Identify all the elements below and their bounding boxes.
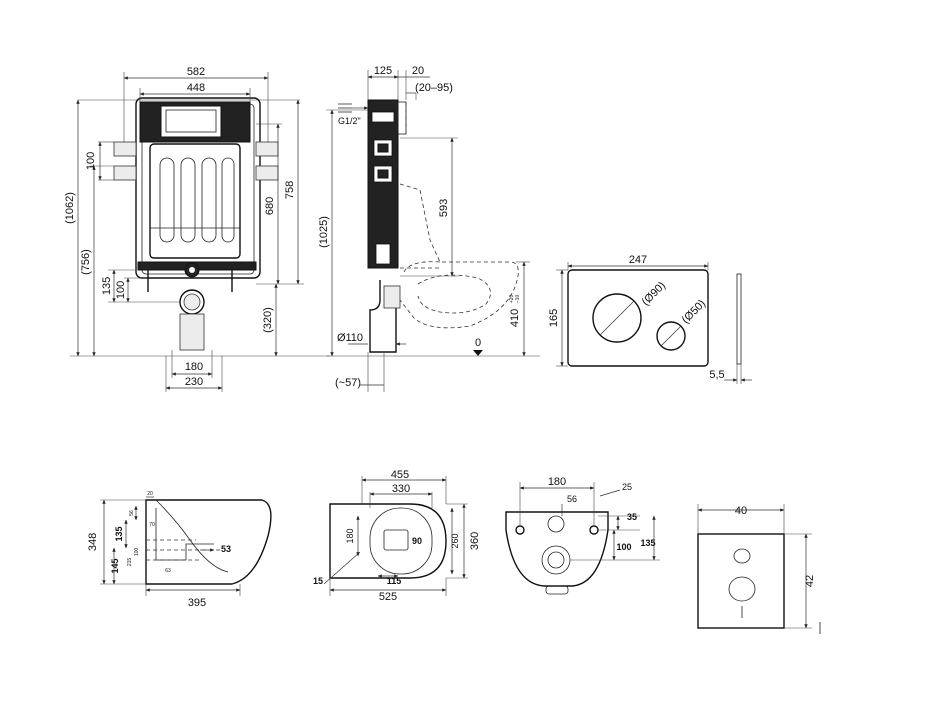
dim-r25: 25 xyxy=(622,482,632,492)
dim-56: 56 xyxy=(129,510,135,516)
dim-180: 180 xyxy=(185,361,203,373)
dim-35: 35 xyxy=(627,512,637,522)
dim-525: 525 xyxy=(379,591,397,603)
dim-756: (756) xyxy=(80,249,92,275)
dim-d90: (Ø90) xyxy=(640,280,668,308)
dim-247: 247 xyxy=(629,254,647,266)
dim-180-top: 180 xyxy=(345,528,355,543)
dim-20-side: 20 xyxy=(147,491,153,497)
dim-582: 582 xyxy=(187,66,205,78)
dim-320: (320) xyxy=(262,307,274,333)
dim-330: 330 xyxy=(392,483,410,495)
dim-145: 145 xyxy=(110,558,120,573)
dim-215: 215 xyxy=(127,558,133,567)
frame-front-view: 582 448 (1062) (756) 100 758 680 135 100… xyxy=(64,66,330,392)
dim-680: 680 xyxy=(264,197,276,215)
dim-1025: (1025) xyxy=(318,216,330,248)
dim-70: 70 xyxy=(149,522,155,528)
dim-42: 42 xyxy=(804,575,816,587)
dim-593: 593 xyxy=(438,199,450,217)
dim-448: 448 xyxy=(187,82,205,94)
dim-63: 63 xyxy=(165,568,171,574)
dim-395: 395 xyxy=(188,597,206,609)
dim-53: 53 xyxy=(221,544,231,554)
dim-758: 758 xyxy=(284,181,296,199)
dim-5-5: 5,5 xyxy=(709,369,724,381)
dim-115: 115 xyxy=(387,576,402,586)
floor-zero: 0 xyxy=(475,337,481,349)
dim-230: 230 xyxy=(185,376,203,388)
dim-135: 135 xyxy=(114,526,124,541)
dim-100-rear: 100 xyxy=(616,542,631,552)
dim-90: 90 xyxy=(412,536,422,546)
dim-135: 135 xyxy=(101,277,113,295)
flush-plate-view: 247 165 (Ø90) (Ø50) 5,5 xyxy=(548,254,752,384)
dim-20: 20 xyxy=(412,65,424,77)
bowl-side-view: 348 145 135 56 215 100 20 70 53 63 395 xyxy=(87,491,272,609)
dim-410-tol-minus: −10 xyxy=(515,295,521,304)
dim-135-rear: 135 xyxy=(640,538,655,548)
dim-100b: 100 xyxy=(115,281,127,299)
dim-100: 100 xyxy=(85,152,97,170)
label-g-half: G1/2" xyxy=(338,116,361,126)
dim-455: 455 xyxy=(391,469,409,481)
dim-15: 15 xyxy=(313,576,323,586)
dim-165: 165 xyxy=(548,309,560,327)
dim-d110: Ø110 xyxy=(337,332,363,344)
dim-348: 348 xyxy=(87,533,99,551)
dim-410-tol-plus: +20 xyxy=(509,295,515,304)
dim-125: 125 xyxy=(374,65,392,77)
dim-d50: (Ø50) xyxy=(680,298,708,326)
dim-260: 260 xyxy=(450,533,460,548)
dim-100-side: 100 xyxy=(134,548,140,557)
dim-360: 360 xyxy=(469,532,481,550)
bowl-top-view: 455 330 360 260 180 90 115 15 525 xyxy=(313,469,481,603)
dim-1062: (1062) xyxy=(64,192,76,224)
bowl-rear-view: 180 56 25 35 100 135 xyxy=(505,476,660,595)
dim-410: 410 xyxy=(509,309,521,327)
frame-side-view: G1/2" 125 20 (20–95) (1025) 593 410 +20 … xyxy=(318,65,540,392)
dim-56-rear: 56 xyxy=(567,494,577,504)
dim-20-95: (20–95) xyxy=(415,82,453,94)
gasket-view: 40 42 xyxy=(697,504,821,634)
dim-57: (~57) xyxy=(335,377,361,389)
dim-40: 40 xyxy=(735,505,747,517)
dim-180-rear: 180 xyxy=(548,476,566,488)
